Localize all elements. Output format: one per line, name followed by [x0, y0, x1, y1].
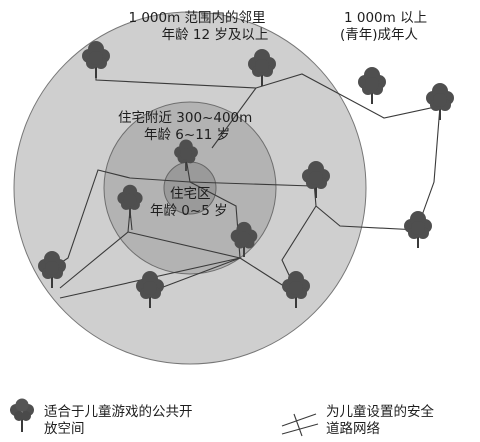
middle-zone-label-line1: 住宅附近 300~400m [118, 110, 253, 126]
outside-zone-label-line1: 1 000m 以上 [344, 10, 428, 26]
tree-icon [38, 251, 66, 288]
legend-road-text: 为儿童设置的安全 道路网络 [326, 404, 434, 438]
tree-icon [82, 41, 110, 78]
legend-tree-text-line2: 放空间 [44, 421, 85, 437]
tree-icon [117, 184, 143, 219]
tree-icon [230, 221, 258, 258]
legend-tree-text: 适合于儿童游戏的公共开 放空间 [44, 404, 193, 438]
legend-road-icon [281, 413, 319, 437]
legend-road-text-line1: 为儿童设置的安全 [326, 404, 434, 420]
tree-icon [136, 271, 164, 308]
inner-zone-label: 住宅区 年龄 0~5 岁 [150, 186, 228, 220]
tree-icon [174, 139, 198, 172]
outer-zone-label: 1 000m 范围内的邻里 年龄 12 岁及以上 [104, 10, 290, 44]
tree-icon [358, 67, 386, 104]
tree-icon [248, 49, 276, 86]
tree-icon [302, 161, 330, 198]
middle-zone-label-line2: 年龄 6~11 岁 [144, 127, 231, 143]
legend-tree-icon [10, 398, 34, 432]
outside-zone-label: 1 000m 以上 (青年)成年人 [340, 10, 427, 44]
outside-zone-label-line2: (青年)成年人 [340, 27, 419, 43]
tree-icon [404, 211, 432, 248]
legend-tree-text-line1: 适合于儿童游戏的公共开 [44, 404, 193, 420]
inner-zone-label-line1: 住宅区 [170, 186, 211, 202]
tree-icon [426, 83, 454, 120]
outer-zone-label-line1: 1 000m 范围内的邻里 [128, 10, 266, 26]
legend-road-text-line2: 道路网络 [326, 421, 380, 437]
inner-zone-label-line2: 年龄 0~5 岁 [150, 203, 228, 219]
outer-zone-label-line2: 年龄 12 岁及以上 [161, 27, 269, 43]
tree-group [38, 41, 454, 308]
tree-icon [282, 271, 310, 308]
middle-zone-label: 住宅附近 300~400m 年龄 6~11 岁 [118, 110, 252, 144]
